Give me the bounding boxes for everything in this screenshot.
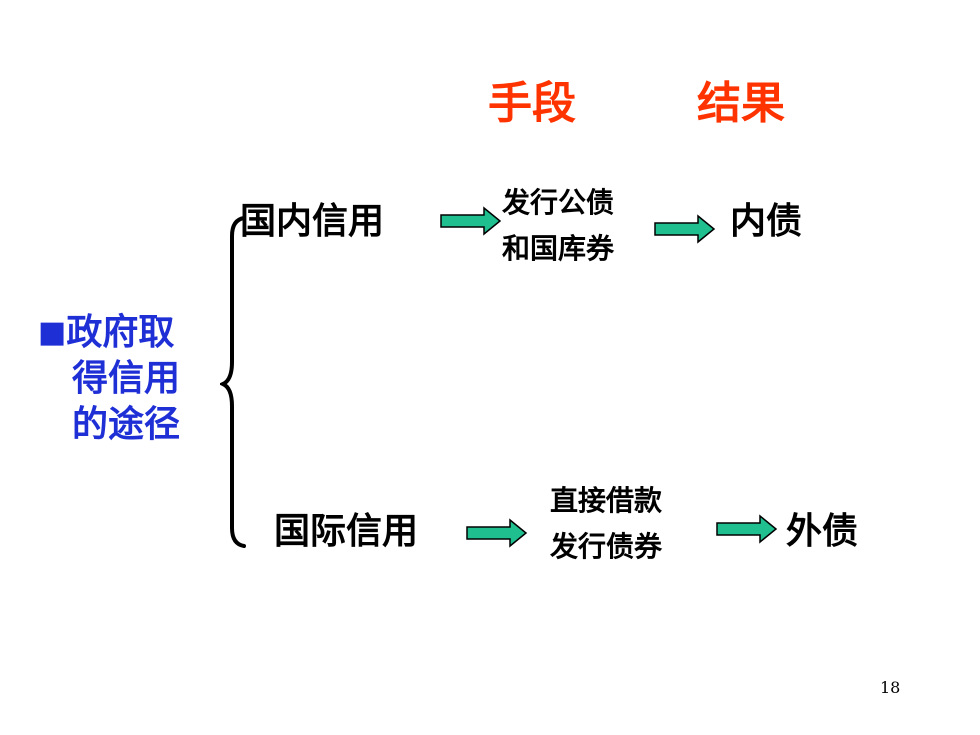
header-result: 结果 bbox=[697, 78, 785, 129]
result-domestic-debt: 内债 bbox=[730, 201, 803, 242]
arrow-right-icon bbox=[466, 518, 528, 548]
means-domestic-line-1: 发行公债 bbox=[502, 186, 615, 219]
root-label-line-1: 政府取 bbox=[66, 312, 175, 353]
result-foreign-debt: 外债 bbox=[786, 511, 859, 552]
means-international: 直接借款 发行债券 bbox=[550, 478, 662, 570]
arrow-right-icon bbox=[716, 514, 778, 544]
category-international-credit: 国际信用 bbox=[274, 511, 419, 552]
arrow-right-icon bbox=[654, 214, 716, 244]
means-domestic-line-2: 和国库券 bbox=[502, 232, 615, 265]
means-international-line-2: 发行债券 bbox=[550, 530, 663, 563]
category-domestic-credit: 国内信用 bbox=[240, 201, 385, 242]
arrow-right-icon bbox=[440, 206, 502, 236]
means-domestic: 发行公债 和国库券 bbox=[502, 180, 614, 272]
curly-brace bbox=[220, 216, 246, 548]
means-international-line-1: 直接借款 bbox=[550, 484, 663, 517]
header-means: 手段 bbox=[488, 78, 576, 129]
square-bullet-icon: ■ bbox=[38, 315, 67, 350]
page-number: 18 bbox=[880, 678, 901, 697]
root-label-line-3: 的途径 bbox=[72, 404, 181, 445]
root-label-line-2: 得信用 bbox=[72, 358, 181, 399]
root-label: ■政府取 得信用 的途径 bbox=[38, 310, 180, 448]
